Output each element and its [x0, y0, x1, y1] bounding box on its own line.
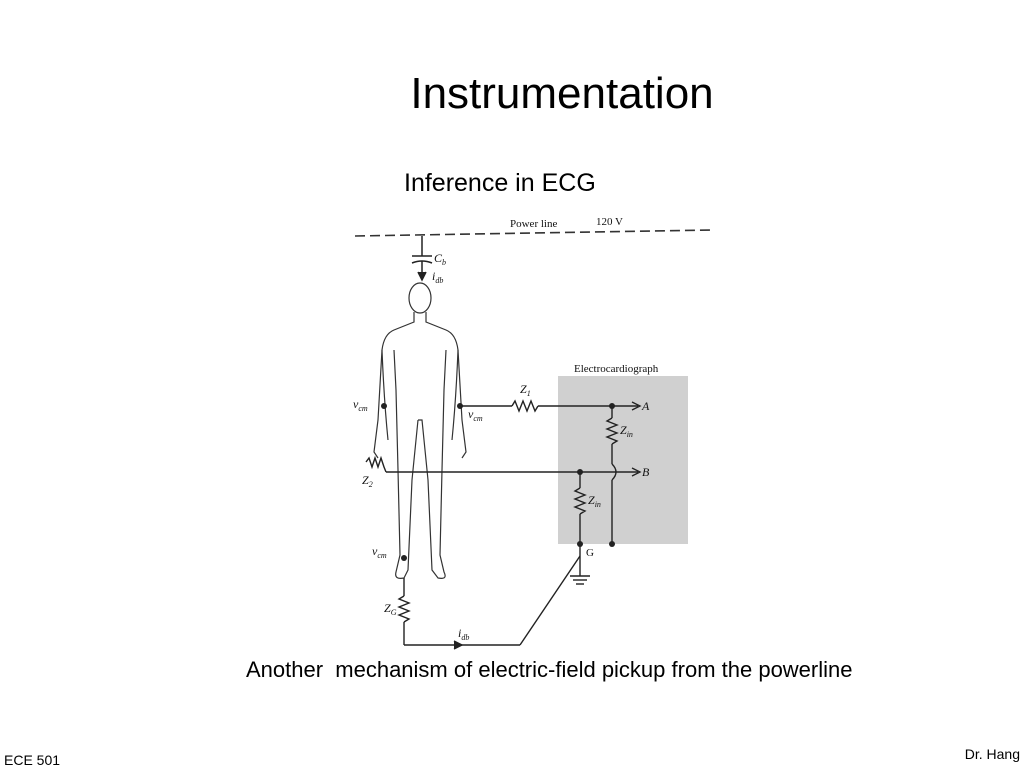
author-footer: Dr. Hang — [964, 746, 1020, 762]
power-line — [354, 229, 713, 237]
left-arm-electrode — [381, 403, 387, 409]
power-line-label: Power line — [510, 218, 557, 230]
idb-bottom-label: idb — [458, 626, 469, 642]
zin-b-resistor — [573, 472, 587, 544]
lead-wire-b — [365, 455, 642, 477]
electrocardiograph-label: Electrocardiograph — [574, 363, 659, 375]
right-arm-electrode — [457, 403, 463, 409]
slide-title: Instrumentation — [410, 69, 714, 118]
idb-top-label: idb — [432, 269, 443, 285]
diagram-caption: Another mechanism of electric-field pick… — [246, 657, 853, 682]
z2-label: Z2 — [362, 473, 373, 489]
human-body-outline — [373, 282, 467, 579]
bottom-rail-node — [609, 541, 615, 547]
zg-label: ZG — [384, 601, 397, 617]
vcm-left-label: vcm — [353, 397, 368, 413]
lead-wire-a — [460, 399, 642, 413]
slide-subtitle: Inference in ECG — [404, 169, 596, 197]
capacitor-cb — [411, 236, 433, 282]
z1-label: Z1 — [520, 382, 531, 398]
voltage-label: 120 V — [596, 216, 623, 228]
vcm-foot-label: vcm — [372, 544, 387, 560]
cb-label: Cb — [434, 251, 446, 267]
foot-ground-path — [397, 555, 581, 650]
zin-b-label: Zin — [588, 493, 601, 509]
electrocardiograph-box — [558, 376, 688, 544]
node-b-label: B — [642, 465, 650, 479]
vcm-right-label: vcm — [468, 407, 483, 423]
ground-symbol — [570, 544, 590, 585]
course-footer: ECE 501 — [4, 752, 61, 768]
node-a-label: A — [641, 399, 650, 413]
foot-electrode — [401, 555, 407, 561]
node-g-label: G — [586, 547, 594, 559]
zin-a-label: Zin — [620, 423, 633, 439]
